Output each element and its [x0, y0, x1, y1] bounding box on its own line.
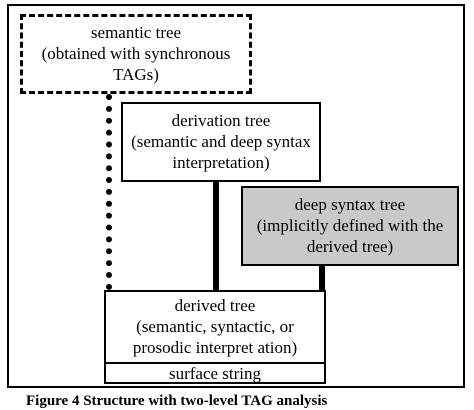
deep-syntax-tree-desc-2: derived tree) — [306, 237, 394, 256]
connector-semantic-to-derived — [106, 94, 112, 290]
deep-syntax-tree-title: deep syntax tree — [294, 195, 406, 214]
connector-derivation-to-derived — [213, 182, 219, 290]
derived-tree-desc-1: (semantic, syntactic, or — [136, 317, 294, 336]
semantic-tree-node: semantic tree (obtained with synchronous… — [20, 14, 252, 94]
derivation-tree-title: derivation tree — [171, 111, 271, 130]
derived-tree-title: derived tree — [174, 296, 256, 315]
semantic-tree-desc-1: (obtained with synchronous — [41, 44, 231, 63]
derivation-tree-node: derivation tree (semantic and deep synta… — [121, 102, 321, 182]
deep-syntax-tree-node: deep syntax tree (implicitly defined wit… — [241, 186, 459, 266]
deep-syntax-tree-desc-1: (implicitly defined with the — [256, 216, 444, 235]
surface-string-label: surface string — [106, 362, 324, 384]
derivation-tree-desc-1: (semantic and deep syntax — [131, 132, 311, 151]
derivation-tree-desc-2: interpretation) — [172, 153, 270, 172]
derived-tree-desc-2: prosodic interpret ation) — [132, 338, 298, 357]
derived-tree-body: derived tree (semantic, syntactic, or pr… — [106, 292, 324, 362]
connector-deep-syntax-to-derived — [319, 266, 325, 290]
semantic-tree-desc-2: TAGs) — [113, 65, 159, 84]
derived-tree-node: derived tree (semantic, syntactic, or pr… — [104, 290, 326, 384]
figure-frame — [7, 4, 465, 388]
figure-caption: Figure 4 Structure with two-level TAG an… — [26, 393, 328, 409]
semantic-tree-title: semantic tree — [90, 23, 182, 42]
